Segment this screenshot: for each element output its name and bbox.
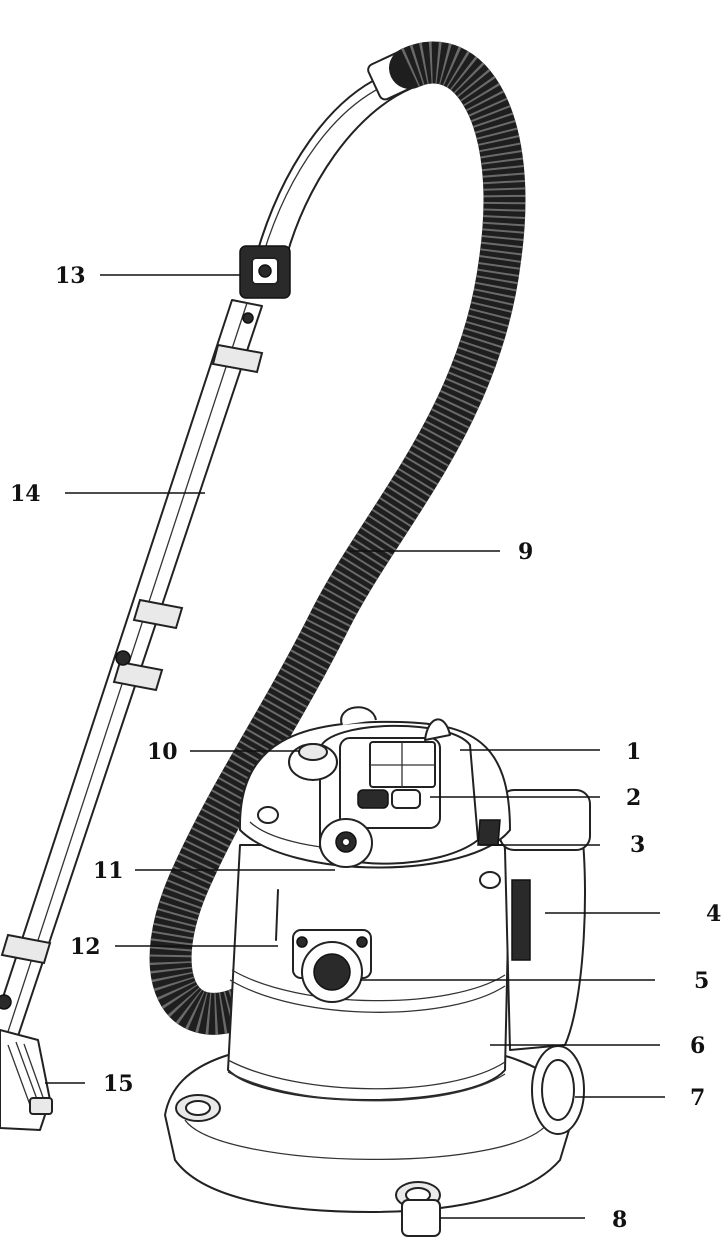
callout-15: 15: [103, 1071, 134, 1097]
callout-6: 6: [690, 1033, 705, 1059]
callout-9: 9: [518, 539, 533, 565]
callout-3: 3: [630, 832, 645, 858]
callout-2: 2: [626, 785, 641, 811]
callout-13: 13: [55, 263, 86, 289]
callout-1: 1: [626, 739, 641, 765]
callout-12: 12: [70, 934, 101, 960]
callout-4: 4: [706, 901, 721, 927]
floor-nozzle: [0, 1029, 53, 1131]
callout-14: 14: [10, 481, 41, 507]
drum: [164, 706, 591, 1237]
callout-8: 8: [612, 1207, 627, 1233]
callout-labels: 13 14 9 10 1 2 3 11 4 12 5 6 7 15 8: [10, 263, 721, 1233]
callout-7: 7: [690, 1085, 705, 1111]
extension-tubes: [0, 299, 264, 1061]
callout-5: 5: [694, 968, 709, 994]
leader-lines: [45, 274, 665, 1219]
hose: [149, 41, 526, 1035]
callout-11: 11: [93, 858, 124, 884]
callout-10: 10: [147, 739, 178, 765]
